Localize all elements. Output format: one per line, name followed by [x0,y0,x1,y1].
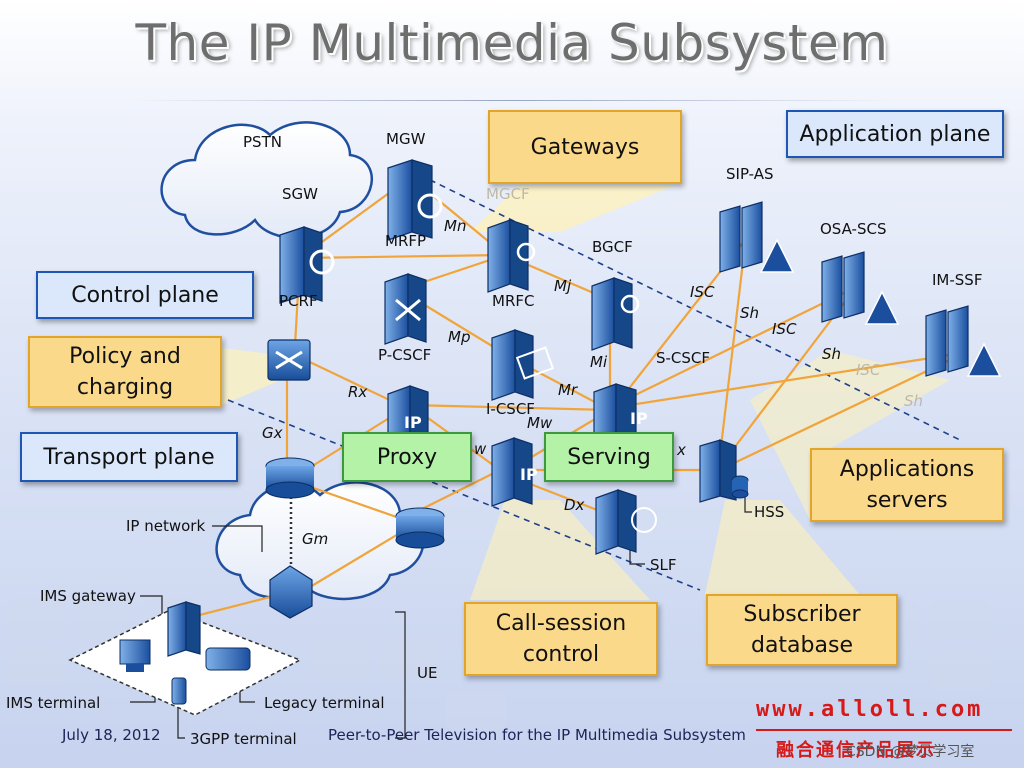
application-plane-divider [419,174,961,441]
watermark-url: www.alloll.com [756,697,984,722]
pstn-cloud [160,121,374,239]
serving-label: Serving [544,432,674,482]
transport-plane-divider [227,399,701,591]
ims-terminal-icon [119,639,151,672]
transport-plane-label: Transport plane [20,432,238,482]
mrfc-icon [491,329,555,401]
mgw-label: MGW [386,130,426,148]
slf-label: SLF [650,556,677,574]
pstn-label: PSTN [243,133,282,151]
callout-glows [222,185,950,600]
gm-interface-label: Gm [302,530,329,548]
mgcf-icon [487,219,536,293]
mgw-icon [387,159,443,241]
isc-interface-label-2: ISC [772,320,797,338]
cx-interface-label: x [677,441,686,459]
sgw-icon [279,226,335,304]
slf-icon [595,489,657,555]
pcrf-label: PCRF [279,292,318,310]
ims-gateway-icon [167,601,201,657]
icscf-icon: IP [491,437,538,507]
footer-subtitle: Peer-to-Peer Television for the IP Multi… [328,726,746,744]
mj-interface-label: Mj [554,277,572,295]
gateways-label: Gateways [488,110,682,184]
hss-icon [699,439,749,503]
legacy-terminal-label: Legacy terminal [264,694,385,712]
proxy-label: Proxy [342,432,472,482]
mi-interface-label: Mi [590,353,608,371]
applications-servers-label: Applications servers [810,448,1004,522]
mrfc-label: MRFC [492,292,535,310]
sgw-label: SGW [282,185,318,203]
mrfp-label: MRFP [385,232,427,250]
mrfp-icon [384,273,427,345]
bgcf-icon [591,277,640,351]
icscf-label: I-CSCF [486,400,535,418]
router-icon-2 [395,507,445,549]
svg-text:IP: IP [520,465,538,484]
pcscf-label: P-CSCF [378,346,432,364]
policy-charging-label: Policy and charging [28,336,222,408]
mp-interface-label: Mp [448,328,471,346]
call-session-control-label: Call-session control [464,602,658,676]
osa-scs-icon [821,251,900,325]
ims-terminal-label: IMS terminal [6,694,101,712]
mgcf-label: MGCF [486,185,530,203]
control-plane-label: Control plane [36,271,254,319]
slide-title: The IP Multimedia Subsystem [135,14,889,72]
3gpp-terminal-icon [171,677,187,705]
bgcf-label: BGCF [592,238,633,256]
watermark-csdn: CSDN @梦贝学习室 [846,744,975,760]
sh-interface-label-1: Sh [740,304,760,322]
svg-text:IP: IP [404,413,422,432]
isc-interface-label-1: ISC [690,283,715,301]
watermark-rule [756,729,1012,731]
im-ssf-icon [925,305,1002,377]
sip-as-icon [719,201,795,273]
router-icon-3 [269,565,313,619]
isc-interface-label-3: ISC [856,361,881,379]
3gpp-terminal-label: 3GPP terminal [190,730,297,748]
rx-interface-label: Rx [348,383,368,401]
ue-platform [68,609,302,716]
ue-zone-tiles [6,598,990,730]
ims-gateway-label: IMS gateway [40,587,136,605]
mn-interface-label: Mn [444,217,467,235]
title-divider [130,100,894,101]
mw-interface-label: Mw [527,414,553,432]
svg-text:IP: IP [630,409,648,428]
ip-network-label: IP network [126,517,206,535]
mr-interface-label: Mr [558,381,578,399]
hss-label: HSS [754,503,785,521]
dx-interface-label: Dx [564,496,585,514]
pcrf-icon [267,339,311,381]
sh-interface-label-2: Sh [822,345,842,363]
subscriber-database-label: Subscriber database [706,594,898,666]
ue-label: UE [417,664,438,682]
footer-date: July 18, 2012 [62,726,161,744]
application-plane-label: Application plane [786,110,1004,158]
im-ssf-label: IM-SSF [932,271,983,289]
sh-interface-label-3: Sh [904,392,924,410]
mw-partial-label: w [474,440,487,458]
osa-scs-label: OSA-SCS [820,220,887,238]
legacy-terminal-icon [205,647,251,671]
router-icon-1 [265,457,315,499]
sip-as-label: SIP-AS [726,165,774,183]
scscf-label: S-CSCF [656,349,711,367]
watermark-chinese-text: 融合通信产品展示 [776,740,936,761]
gx-interface-label: Gx [262,424,283,442]
